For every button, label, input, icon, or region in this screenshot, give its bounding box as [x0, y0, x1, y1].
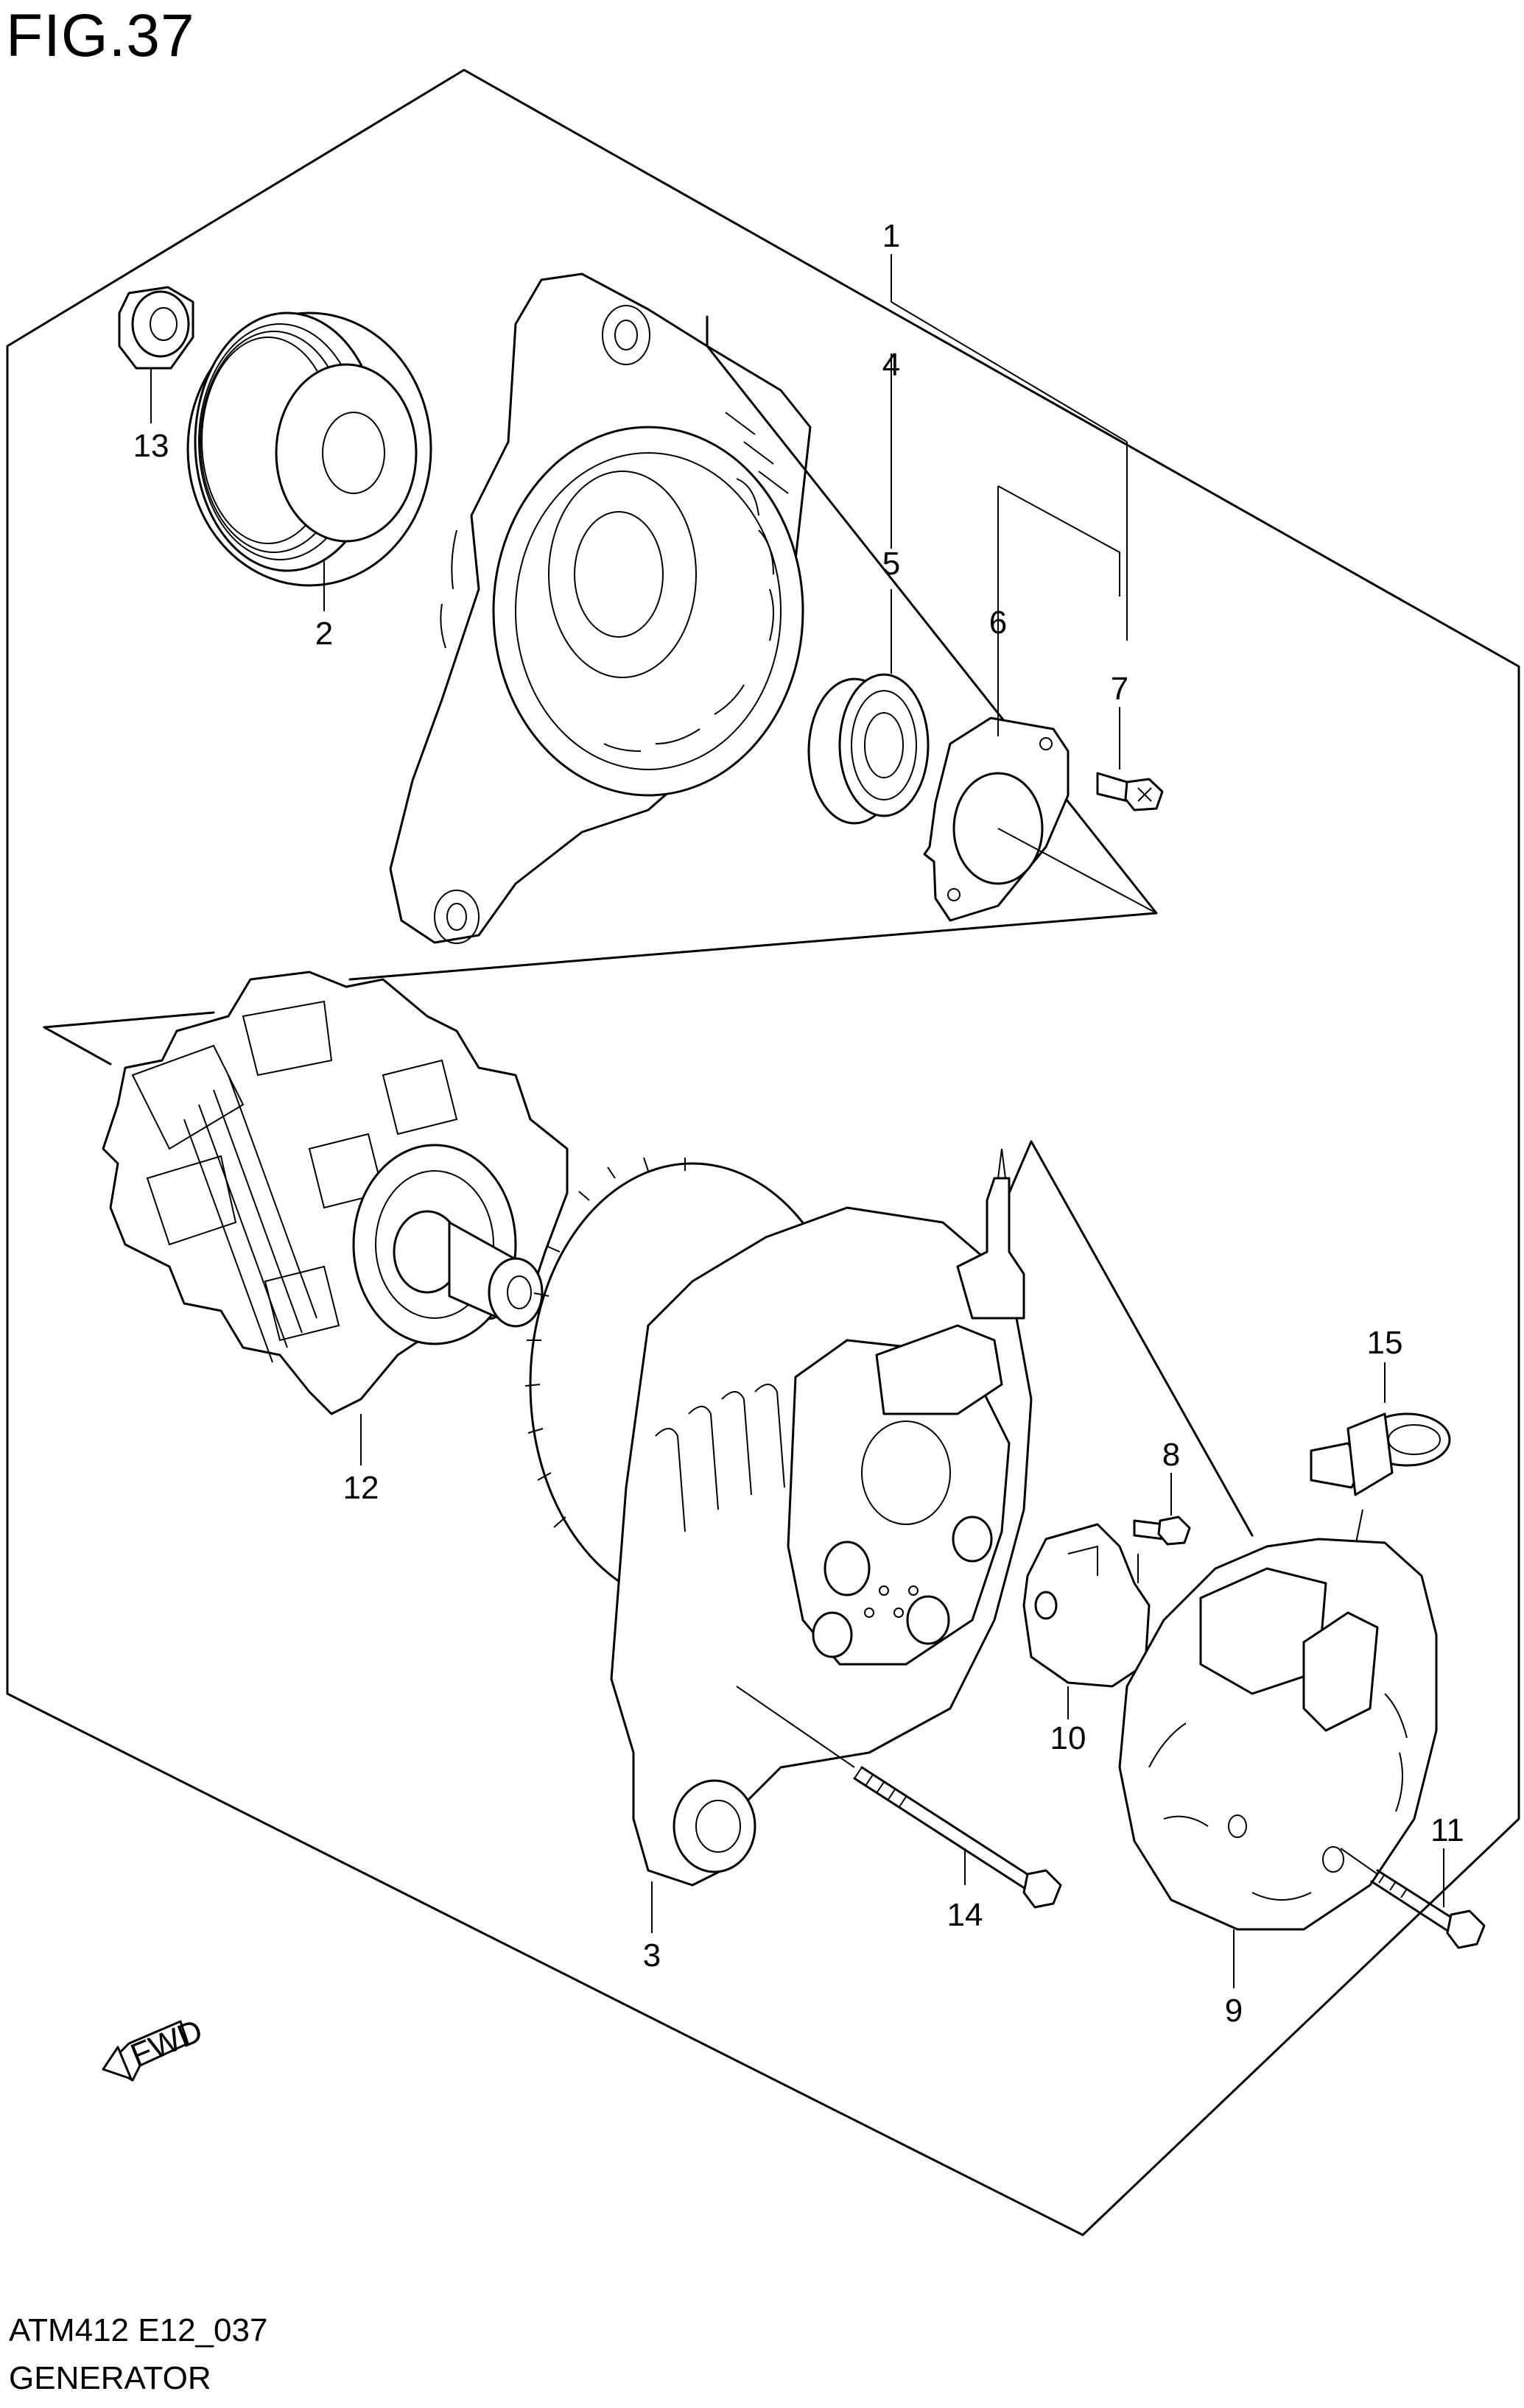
- part-2-pulley[interactable]: [186, 311, 432, 587]
- callout-2: 2: [315, 616, 333, 652]
- part-8-screw[interactable]: [1133, 1515, 1191, 1546]
- fwd-arrow-icon: FWD: [102, 2013, 208, 2082]
- part-14-through-bolt[interactable]: [853, 1766, 1062, 1909]
- figure-name: GENERATOR: [9, 2360, 211, 2396]
- part-9-end-cover[interactable]: [1118, 1538, 1438, 1931]
- callout-10: 10: [1050, 1720, 1086, 1756]
- callout-3: 3: [643, 1937, 661, 1974]
- part-7-screw[interactable]: [1096, 772, 1164, 812]
- callout-4: 4: [882, 347, 900, 383]
- assembly-boundary: [6, 68, 1520, 2236]
- callout-1: 1: [882, 218, 900, 254]
- part-3-rear-housing[interactable]: [524, 1148, 1033, 1887]
- part-12-rotor[interactable]: [102, 971, 569, 1415]
- part-6-retainer-plate[interactable]: [923, 717, 1070, 922]
- figure-title: FIG.37: [6, 2, 195, 69]
- callout-13: 13: [133, 428, 169, 464]
- callout-12: 12: [343, 1470, 379, 1506]
- part-11-bolt[interactable]: [1370, 1869, 1486, 1949]
- part-1-drive-end-frame[interactable]: [389, 272, 812, 944]
- callout-9: 9: [1225, 1993, 1243, 2029]
- callout-6: 6: [989, 605, 1007, 641]
- callout-14: 14: [947, 1897, 983, 1933]
- part-5-bearing[interactable]: [807, 673, 930, 825]
- figure-code: ATM412 E12_037: [9, 2312, 268, 2348]
- part-13-nut[interactable]: [118, 286, 194, 370]
- part-10-regulator[interactable]: [1022, 1523, 1151, 1688]
- callout-8: 8: [1162, 1437, 1180, 1473]
- callout-15: 15: [1367, 1325, 1403, 1361]
- callout-11: 11: [1430, 1812, 1464, 1848]
- callout-5: 5: [882, 546, 900, 582]
- fwd-label: FWD: [126, 2013, 208, 2074]
- callout-7: 7: [1111, 671, 1128, 707]
- part-15-insulator[interactable]: [1310, 1412, 1451, 1496]
